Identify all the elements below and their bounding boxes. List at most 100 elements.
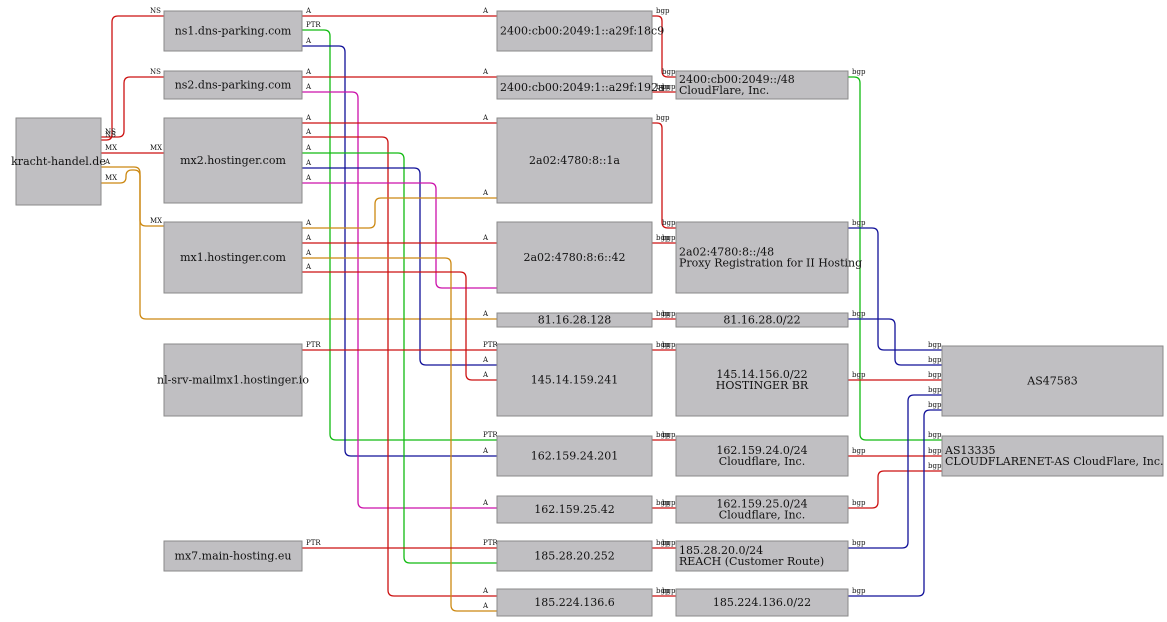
node-box bbox=[941, 435, 1164, 477]
node-box bbox=[675, 70, 849, 100]
edge-tail-label: bgp bbox=[656, 83, 670, 91]
node-box bbox=[496, 540, 653, 572]
edge-tail-label: bgp bbox=[852, 68, 866, 76]
edge-line bbox=[302, 136, 497, 597]
edge-tail-label: A bbox=[305, 219, 312, 227]
node-ip185a[interactable]: 185.28.20.252 bbox=[496, 540, 653, 572]
node-label: nl-srv-mailmx1.hostinger.io bbox=[157, 374, 309, 387]
edge-tail-label: bgp bbox=[656, 234, 670, 242]
edge-p81-as47583 bbox=[848, 318, 942, 366]
edge-tail-label: bgp bbox=[656, 539, 670, 547]
node-box bbox=[163, 343, 303, 417]
node-ns1[interactable]: ns1.dns-parking.com bbox=[163, 10, 303, 52]
edge-kracht-ns2 bbox=[101, 76, 164, 138]
node-label: 185.224.136.6 bbox=[534, 596, 614, 609]
edge-tail-label: PTR bbox=[306, 21, 321, 29]
node-ip6b[interactable]: 2400:cb00:2049:1::a29f:192a bbox=[496, 75, 665, 100]
edge-mx2-ip185a bbox=[302, 152, 497, 564]
node-as47583[interactable]: AS47583 bbox=[941, 345, 1164, 417]
node-label: AS47583 bbox=[1026, 375, 1077, 388]
edge-tail-label: A bbox=[305, 234, 312, 242]
edge-head-label: bgp bbox=[662, 310, 676, 318]
edge-head-label: A bbox=[482, 602, 489, 610]
node-ip6a[interactable]: 2400:cb00:2049:1::a29f:18c9 bbox=[496, 10, 664, 52]
edge-mx2-ip145 bbox=[302, 167, 497, 366]
edge-tail-label: bgp bbox=[852, 499, 866, 507]
node-box bbox=[941, 345, 1164, 417]
edge-tail-label: A bbox=[305, 68, 312, 76]
edge-ip6a-p2400 bbox=[652, 15, 676, 78]
node-ip162b[interactable]: 162.159.25.42 bbox=[496, 495, 653, 524]
edge-tail-label: bgp bbox=[656, 499, 670, 507]
node-mx1[interactable]: mx1.hostinger.com bbox=[163, 221, 303, 294]
node-label: 145.14.159.241 bbox=[531, 374, 618, 387]
node-label: AS13335 bbox=[944, 444, 995, 457]
edge-mx1-ip6c bbox=[302, 197, 497, 229]
edge-line bbox=[302, 257, 497, 612]
node-label: 162.159.24.201 bbox=[531, 450, 618, 463]
node-box bbox=[496, 117, 653, 204]
edge-head-label: bgp bbox=[662, 431, 676, 439]
node-label: 2400:cb00:2049:1::a29f:192a bbox=[500, 81, 665, 94]
node-ip185b[interactable]: 185.224.136.6 bbox=[496, 588, 653, 617]
edge-tail-label: bgp bbox=[656, 341, 670, 349]
node-nlsrv[interactable]: nl-srv-mailmx1.hostinger.io bbox=[157, 343, 309, 417]
node-ip6d[interactable]: 2a02:4780:8:6::42 bbox=[496, 221, 653, 294]
node-p185b[interactable]: 185.224.136.0/22 bbox=[675, 588, 849, 617]
node-label: 145.14.156.0/22 bbox=[716, 368, 807, 381]
edge-p185a-as47583 bbox=[848, 394, 942, 549]
edge-head-label: NS bbox=[150, 68, 161, 76]
node-box bbox=[675, 221, 849, 294]
edge-mx2-ip6d bbox=[302, 182, 497, 289]
node-ns2[interactable]: ns2.dns-parking.com bbox=[163, 70, 303, 100]
node-p81[interactable]: 81.16.28.0/22 bbox=[675, 312, 849, 328]
node-label: 185.28.20.0/24 bbox=[679, 544, 763, 557]
edge-head-label: bgp bbox=[928, 386, 942, 394]
edge-line bbox=[302, 167, 497, 366]
node-label: kracht-handel.de bbox=[11, 155, 106, 168]
node-box bbox=[496, 221, 653, 294]
node-box bbox=[15, 117, 102, 206]
node-kracht[interactable]: kracht-handel.de bbox=[11, 117, 106, 206]
node-ip145[interactable]: 145.14.159.241 bbox=[496, 343, 653, 417]
edge-tail-label: A bbox=[305, 128, 312, 136]
edge-line bbox=[302, 182, 497, 289]
edge-mx1-ip145 bbox=[302, 271, 497, 381]
edge-line bbox=[302, 91, 497, 509]
edge-line bbox=[302, 45, 497, 457]
edge-tail-label: MX bbox=[105, 144, 117, 152]
node-label: CLOUDFLARENET-AS CloudFlare, Inc. bbox=[945, 455, 1164, 468]
node-box bbox=[163, 70, 303, 100]
edge-p2400-as13335 bbox=[848, 76, 942, 441]
node-box bbox=[163, 10, 303, 52]
edge-tail-label: A bbox=[305, 37, 312, 45]
edge-head-label: A bbox=[482, 499, 489, 507]
edge-p2a02-as47583 bbox=[848, 227, 942, 351]
edge-tail-label: bgp bbox=[852, 371, 866, 379]
node-ip162a[interactable]: 162.159.24.201 bbox=[496, 435, 653, 477]
edge-head-label: MX bbox=[150, 217, 162, 225]
node-mx7[interactable]: mx7.main-hosting.eu bbox=[163, 540, 303, 572]
node-label: mx7.main-hosting.eu bbox=[175, 550, 292, 563]
node-label: 162.159.25.0/24 bbox=[716, 498, 807, 511]
node-box bbox=[675, 495, 849, 524]
node-ip6c[interactable]: 2a02:4780:8::1a bbox=[496, 117, 653, 204]
node-label: CloudFlare, Inc. bbox=[679, 84, 769, 97]
edge-p185b-as47583 bbox=[848, 409, 942, 597]
edge-line bbox=[101, 15, 164, 141]
node-box bbox=[675, 540, 849, 572]
edge-tail-label: A bbox=[305, 144, 312, 152]
node-mx2[interactable]: mx2.hostinger.com bbox=[163, 117, 303, 204]
node-box bbox=[675, 343, 849, 417]
node-label: REACH (Customer Route) bbox=[679, 555, 824, 568]
node-ip81[interactable]: 81.16.28.128 bbox=[496, 312, 653, 328]
